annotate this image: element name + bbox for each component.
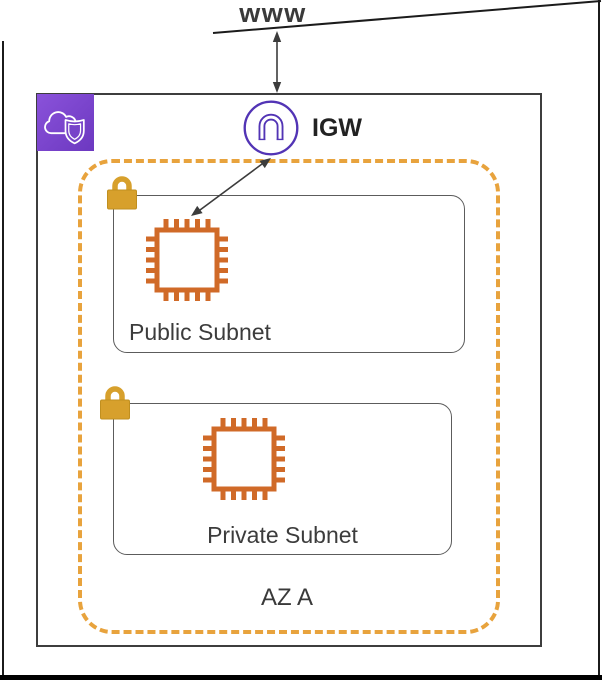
public-subnet-label: Public Subnet	[129, 319, 271, 345]
availability-zone-boundary	[78, 159, 500, 634]
ec2-chip-icon	[203, 418, 285, 500]
lock-icon	[107, 176, 137, 210]
igw-icon-glyph	[243, 100, 299, 156]
vpc-cloud-shield-icon	[37, 94, 94, 151]
frame-bottom-border	[0, 675, 602, 680]
vpc-boundary-box	[36, 93, 542, 647]
arrowhead-up-icon	[272, 31, 282, 42]
igw-label: IGW	[312, 114, 362, 142]
frame-right-border	[598, 0, 600, 680]
arrowhead-down-icon	[272, 82, 282, 93]
frame-left-border	[2, 41, 4, 680]
vpc-icon-glyph	[44, 111, 85, 145]
internet-gateway-icon	[242, 99, 300, 157]
lock-icon	[100, 386, 130, 420]
ec2-chip-icon	[146, 219, 228, 301]
private-subnet-box: Private Subnet	[100, 386, 452, 555]
private-subnet-label: Private Subnet	[207, 522, 358, 548]
internet-label: www	[239, 0, 307, 28]
az-label: AZ A	[260, 584, 314, 611]
public-subnet-box: Public Subnet	[107, 176, 465, 353]
